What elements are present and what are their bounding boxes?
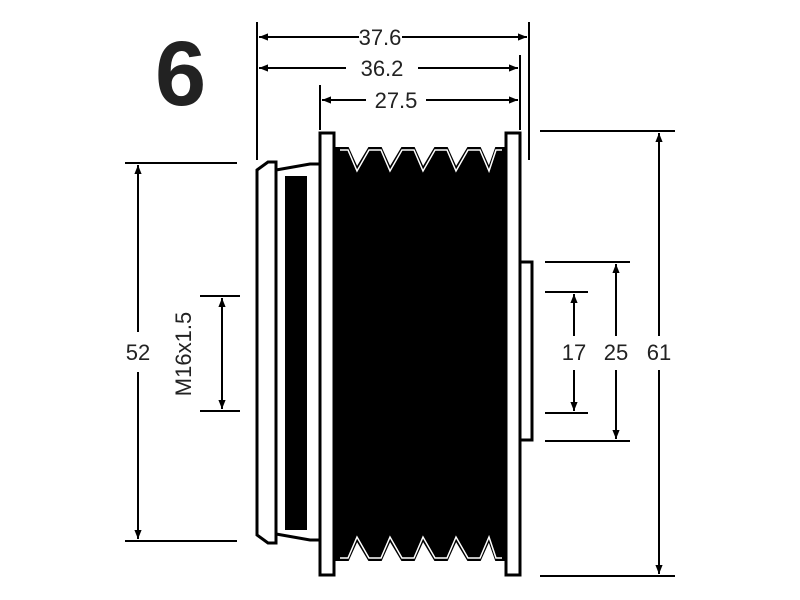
right-boss	[518, 260, 534, 442]
left-rim	[318, 131, 336, 577]
pulley-outline	[255, 131, 534, 577]
dim-label-width-total: 37.6	[359, 25, 402, 50]
extension-lines	[125, 22, 675, 577]
left-flange	[255, 160, 278, 545]
right-rim	[504, 131, 522, 577]
dim-label-diameter-left: 52	[126, 340, 150, 365]
dim-label-width-grooves: 27.5	[375, 88, 418, 113]
dim-label-width-body: 36.2	[361, 56, 404, 81]
grooved-body	[335, 147, 505, 561]
dim-label-bore-inner: 17	[562, 340, 586, 365]
dim-label-thread: M16x1.5	[171, 312, 196, 396]
dim-label-hub-diameter: 25	[604, 340, 628, 365]
dim-label-pulley-diameter: 61	[647, 340, 671, 365]
groove-highlights	[340, 149, 502, 559]
hub-shadow-band	[285, 176, 307, 530]
dimension-lines	[134, 33, 663, 574]
figure-number: 6	[155, 23, 206, 125]
